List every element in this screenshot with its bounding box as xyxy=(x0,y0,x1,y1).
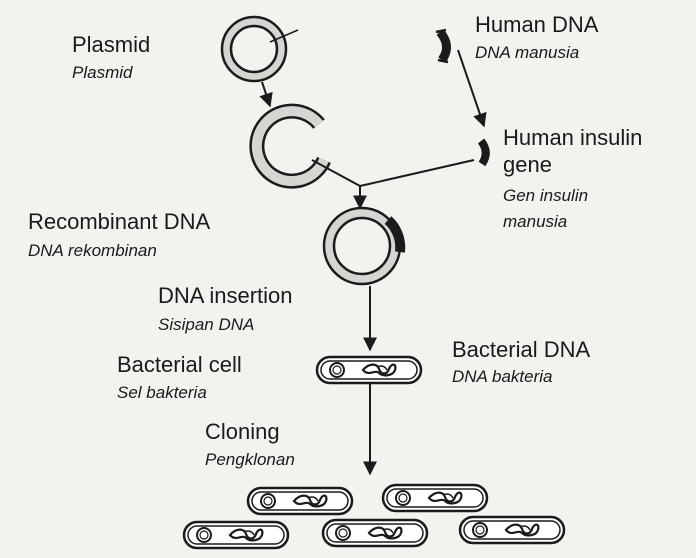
human-dna-sub-label: DNA manusia xyxy=(475,43,579,62)
recombinant-dna-label: Recombinant DNA xyxy=(28,209,211,234)
arrow-plasmid-open xyxy=(262,82,270,106)
recombinant-dna-sub-label: DNA rekombinan xyxy=(28,241,157,260)
insulin-gene-label-line1: Human insulin xyxy=(503,125,642,150)
bacterial-cell-label: Bacterial cell xyxy=(117,352,242,377)
plasmid-ring xyxy=(222,17,298,81)
bacterial-cell-sub-label: Sel bakteria xyxy=(117,383,207,402)
cut-plasmid xyxy=(257,111,324,181)
cloned-bacteria xyxy=(184,485,564,548)
human-dna-label: Human DNA xyxy=(475,12,599,37)
bacterial-dna-sub-label: DNA bakteria xyxy=(452,367,552,386)
insulin-gene-label-line2: gene xyxy=(503,152,552,177)
plasmid-label: Plasmid xyxy=(72,32,150,57)
human-dna-fragment xyxy=(436,30,448,62)
cloning-label: Cloning xyxy=(205,419,280,444)
recombinant-dna-ring xyxy=(324,208,400,284)
clone-bacterium-4 xyxy=(323,520,427,546)
insulin-gene-sub-label-line2: manusia xyxy=(503,212,567,231)
clone-bacterium-5 xyxy=(460,517,564,543)
plasmid-sub-label: Plasmid xyxy=(72,63,133,82)
dna-insertion-label: DNA insertion xyxy=(158,283,293,308)
insulin-gene-fragment xyxy=(481,141,486,164)
cloning-sub-label: Pengklonan xyxy=(205,450,295,469)
bacterial-cell xyxy=(317,357,421,383)
clone-bacterium-3 xyxy=(184,522,288,548)
dna-insertion-sub-label: Sisipan DNA xyxy=(158,315,254,334)
arrow-gene-join xyxy=(360,160,474,186)
clone-bacterium-1 xyxy=(248,488,352,514)
clone-bacterium-2 xyxy=(383,485,487,511)
insulin-gene-sub-label-line1: Gen insulin xyxy=(503,186,588,205)
bacterial-dna-label: Bacterial DNA xyxy=(452,337,590,362)
